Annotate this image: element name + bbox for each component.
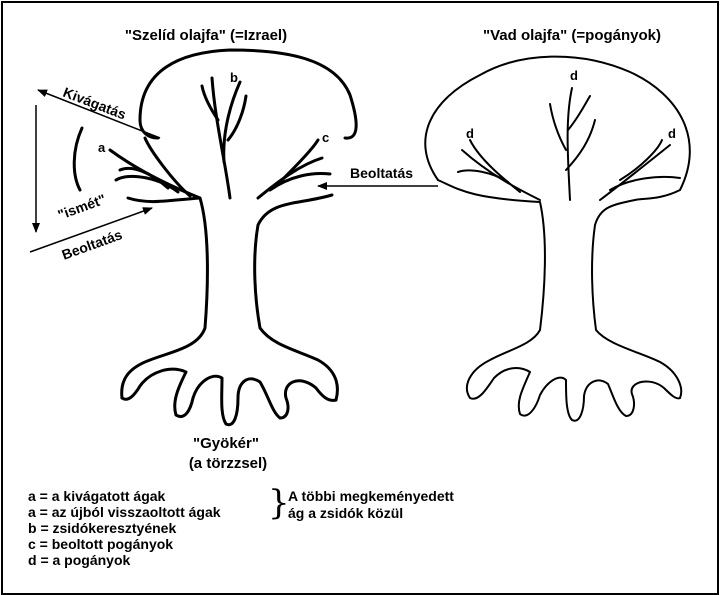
letter-a: a: [98, 140, 106, 155]
root-label-line1: "Gyökér": [193, 435, 259, 452]
group-note: A többi megkeményedett ág a zsidók közül: [288, 488, 454, 522]
cultivated-trunk-left: [122, 198, 208, 398]
legend-item: c = beoltott pogányok: [28, 536, 221, 552]
regraft-label: Beoltatás: [60, 226, 125, 263]
root-label-line2: (a törzzsel): [189, 455, 267, 472]
letter-d-right: d: [668, 126, 676, 141]
group-note-line1: A többi megkeményedett: [288, 488, 454, 505]
group-note-line2: ág a zsidók közül: [288, 505, 454, 522]
branch-d-right: [600, 145, 670, 200]
again-label: "ismét": [56, 191, 108, 223]
legend-item: d = a pogányok: [28, 552, 221, 568]
letter-d-top: d: [570, 68, 578, 83]
legend-item: a = az újból visszaoltott ágak: [28, 504, 221, 520]
wild-olive-tree: [425, 57, 690, 421]
letter-d-left: d: [466, 126, 474, 141]
title-right: "Vad olajfa" (=pogányok): [483, 27, 661, 44]
legend-brace: }: [268, 486, 290, 520]
cultivated-trunk-right: [255, 195, 338, 400]
legend-item: a = a kivágatott ágak: [28, 488, 221, 504]
letter-c: c: [322, 130, 329, 145]
branch-d-top: [568, 88, 572, 200]
legend-item: b = zsidókeresztyének: [28, 520, 221, 536]
wild-roots: [470, 368, 680, 421]
cultivated-roots: [122, 369, 336, 424]
wild-trunk-left: [438, 180, 545, 398]
branch-b: [212, 78, 230, 198]
graft-label: Beoltatás: [350, 165, 413, 181]
wild-trunk-right: [592, 200, 681, 398]
cultivated-canopy: [140, 50, 356, 138]
cut-branch: [74, 128, 82, 190]
title-left: "Szelíd olajfa" (=Izrael): [125, 27, 287, 44]
legend: a = a kivágatott ágak a = az újból vissz…: [28, 488, 221, 568]
letter-b: b: [230, 70, 238, 85]
